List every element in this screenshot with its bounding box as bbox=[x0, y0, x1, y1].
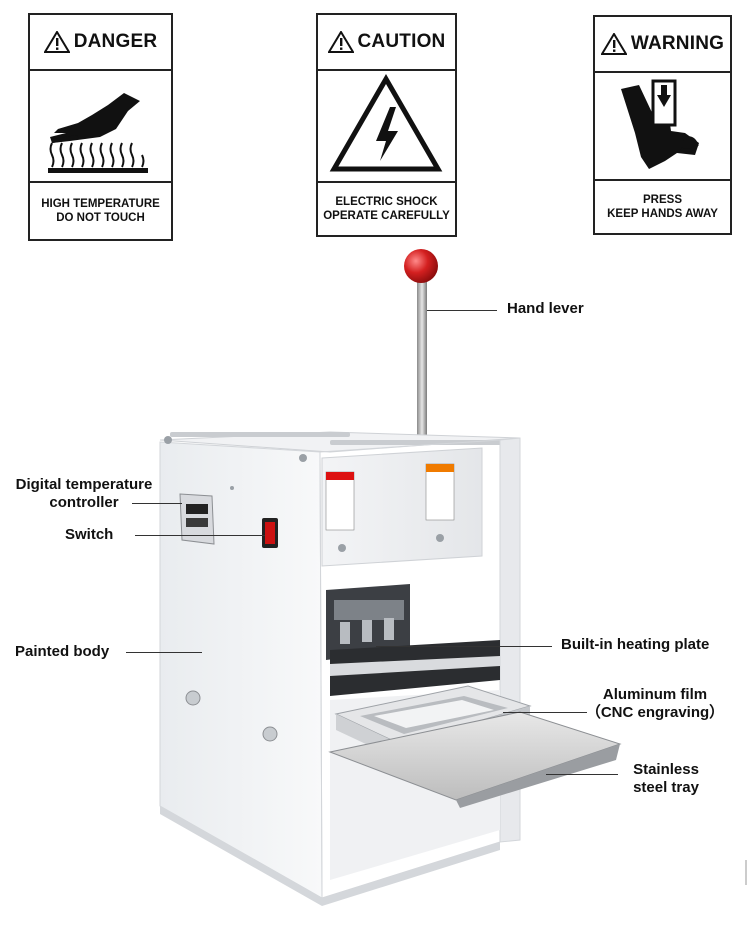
caution-caption-line2: OPERATE CAREFULLY bbox=[323, 210, 450, 222]
danger-sign-header: DANGER bbox=[30, 15, 171, 71]
hand-lever-label: Hand lever bbox=[507, 300, 584, 317]
hot-surface-hand-icon bbox=[30, 71, 171, 183]
warning-caption-line2: KEEP HANDS AWAY bbox=[607, 208, 718, 220]
switch-label: Switch bbox=[65, 526, 114, 543]
caution-sign-caption: ELECTRIC SHOCK OPERATE CAREFULLY bbox=[318, 183, 455, 235]
steel-tray-label: Stainless steel tray bbox=[626, 761, 706, 797]
warning-sign-caption: PRESS KEEP HANDS AWAY bbox=[595, 181, 730, 233]
warning-triangle-icon bbox=[43, 31, 70, 53]
danger-sign-caption: HIGH TEMPERATURE DO NOT TOUCH bbox=[30, 183, 171, 239]
warning-caption-line1: PRESS bbox=[643, 194, 682, 206]
caution-sign-header: CAUTION bbox=[318, 15, 455, 71]
high-voltage-icon bbox=[318, 71, 455, 183]
warning-triangle-icon bbox=[327, 31, 354, 53]
caution-sign-title: CAUTION bbox=[357, 31, 446, 52]
danger-caption-line2: DO NOT TOUCH bbox=[56, 212, 145, 224]
danger-sign-title: DANGER bbox=[73, 31, 158, 52]
heating-plate-label: Built-in heating plate bbox=[561, 636, 710, 653]
danger-sign: DANGER HIGH TEMPERATURE DO NOT TOUCH bbox=[28, 13, 173, 241]
warning-sign-header: WARNING bbox=[595, 17, 730, 73]
crush-hand-icon bbox=[595, 73, 730, 181]
painted-body-label: Painted body bbox=[15, 643, 110, 660]
aluminum-film-label-line2: （CNC engraving） bbox=[585, 704, 725, 721]
digital-temperature-controller[interactable] bbox=[179, 493, 215, 545]
hand-lever[interactable] bbox=[404, 249, 438, 436]
aluminum-film-label: Aluminum film （CNC engraving） bbox=[580, 686, 730, 722]
danger-caption-line1: HIGH TEMPERATURE bbox=[41, 198, 160, 210]
warning-triangle-icon bbox=[600, 33, 627, 55]
warning-sign: WARNING PRESS KEEP HANDS AWAY bbox=[593, 15, 732, 235]
warning-sign-title: WARNING bbox=[630, 33, 725, 54]
temp-controller-label-line2: controller bbox=[49, 494, 119, 511]
caution-sign: CAUTION ELECTRIC SHOCK OPERATE CAREFULLY bbox=[316, 13, 457, 237]
steel-tray-label-line1: Stainless bbox=[633, 761, 699, 778]
caution-caption-line1: ELECTRIC SHOCK bbox=[335, 196, 438, 208]
aluminum-film-label-line1: Aluminum film bbox=[602, 686, 708, 703]
stainless-steel-tray[interactable] bbox=[328, 711, 622, 808]
power-switch[interactable] bbox=[262, 518, 278, 548]
temp-controller-label: Digital temperature controller bbox=[9, 476, 159, 512]
steel-tray-label-line2: steel tray bbox=[633, 779, 699, 796]
temp-controller-label-line1: Digital temperature bbox=[15, 476, 153, 493]
